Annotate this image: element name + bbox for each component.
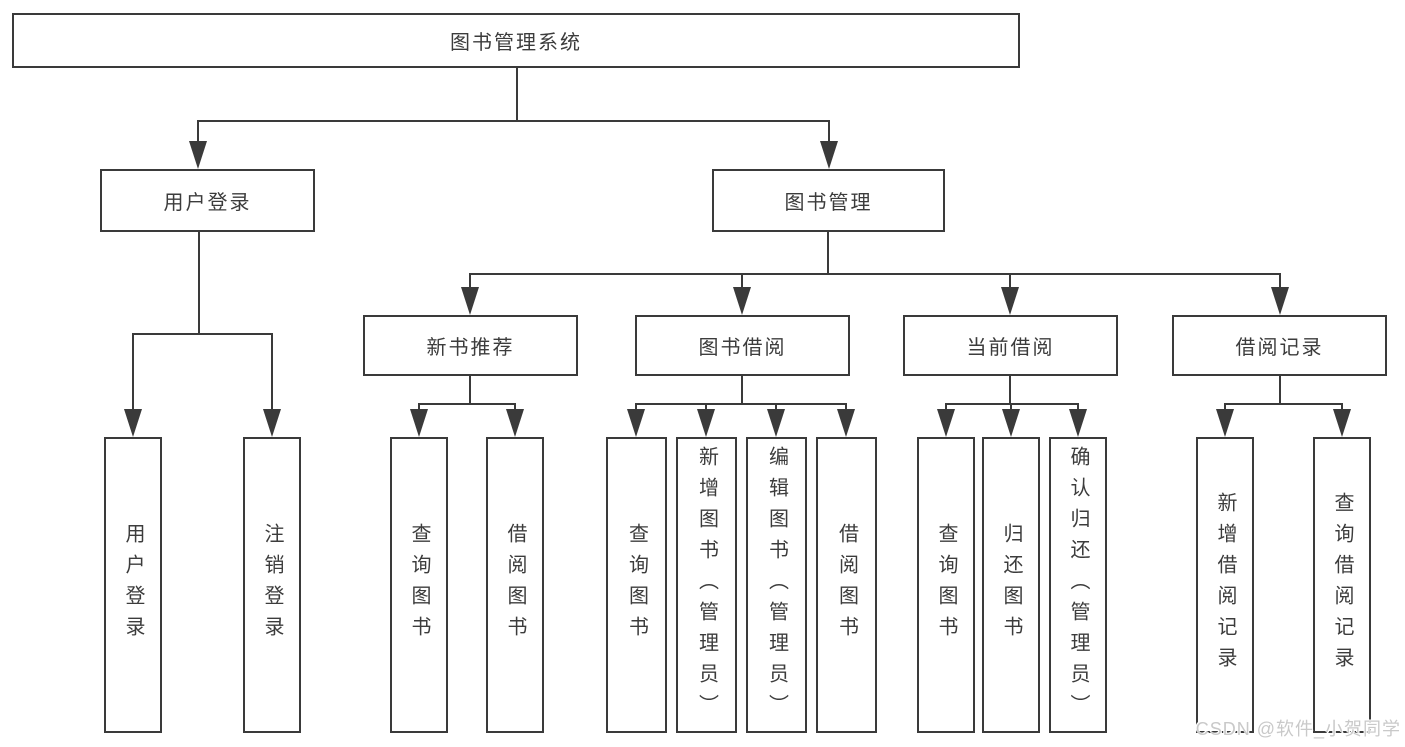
connector-drop-nb-query <box>418 403 420 411</box>
node-root-label: 图书管理系统 <box>450 32 582 54</box>
arrowhead-cb-return <box>1002 409 1020 437</box>
leaf-current-confirm-label: 确认归还（管理员） <box>1067 445 1089 725</box>
arrowhead-nb-borrow <box>506 409 524 437</box>
connector-root-stem <box>516 68 518 120</box>
connector-drop-leaf-login <box>132 333 134 411</box>
leaf-current-return-label: 归还图书 <box>1000 523 1022 647</box>
connector-bookmgmt-rail <box>469 273 1281 275</box>
leaf-borrow-query: 查询图书 <box>606 437 667 733</box>
connector-bookborrow-stem <box>741 376 743 405</box>
arrowhead-br-add <box>1216 409 1234 437</box>
connector-currentborrow-rail <box>945 403 1079 405</box>
arrowhead-br-query <box>1333 409 1351 437</box>
leaf-records-add: 新增借阅记录 <box>1196 437 1254 733</box>
node-book-mgmt: 图书管理 <box>712 169 945 232</box>
leaf-borrow-borrow: 借阅图书 <box>816 437 877 733</box>
connector-drop-book-borrow <box>741 273 743 289</box>
connector-newbooks-rail <box>418 403 516 405</box>
leaf-newbooks-query-label: 查询图书 <box>408 523 430 647</box>
connector-drop-br-query <box>1341 403 1343 411</box>
leaf-user-login: 用户登录 <box>104 437 162 733</box>
leaf-current-query: 查询图书 <box>917 437 975 733</box>
arrowhead-leaf-login <box>124 409 142 437</box>
arrowhead-new-books <box>461 287 479 315</box>
arrowhead-bb-edit <box>767 409 785 437</box>
arrowhead-bb-query <box>627 409 645 437</box>
node-user-login-label: 用户登录 <box>163 192 252 214</box>
node-book-borrow: 图书借阅 <box>635 315 850 376</box>
node-root: 图书管理系统 <box>12 13 1020 68</box>
leaf-newbooks-query: 查询图书 <box>390 437 448 733</box>
node-current-borrow-label: 当前借阅 <box>966 337 1055 359</box>
leaf-logout-label: 注销登录 <box>261 523 283 647</box>
connector-records-stem <box>1279 376 1281 405</box>
arrowhead-bb-add <box>697 409 715 437</box>
connector-drop-br-add <box>1224 403 1226 411</box>
connector-bookmgmt-stem <box>827 232 829 275</box>
leaf-current-confirm: 确认归还（管理员） <box>1049 437 1107 733</box>
node-book-borrow-label: 图书借阅 <box>698 337 787 359</box>
leaf-current-return: 归还图书 <box>982 437 1040 733</box>
leaf-borrow-borrow-label: 借阅图书 <box>835 523 858 647</box>
connector-records-rail <box>1224 403 1343 405</box>
leaf-current-query-label: 查询图书 <box>935 523 957 647</box>
leaf-records-query-label: 查询借阅记录 <box>1331 492 1353 678</box>
leaf-newbooks-borrow: 借阅图书 <box>486 437 544 733</box>
arrowhead-user-login <box>189 141 207 169</box>
arrowhead-cb-confirm <box>1069 409 1087 437</box>
node-new-books-label: 新书推荐 <box>426 337 515 359</box>
connector-drop-bb-query <box>635 403 637 411</box>
connector-newbooks-stem <box>469 376 471 405</box>
connector-drop-current-borrow <box>1009 273 1011 289</box>
connector-drop-new-books <box>469 273 471 289</box>
node-new-books: 新书推荐 <box>363 315 578 376</box>
connector-drop-user-login <box>197 120 199 144</box>
node-current-borrow: 当前借阅 <box>903 315 1118 376</box>
connector-drop-bb-borrow <box>845 403 847 411</box>
leaf-borrow-query-label: 查询图书 <box>625 523 648 647</box>
connector-drop-cb-query <box>945 403 947 411</box>
leaf-logout: 注销登录 <box>243 437 301 733</box>
arrowhead-book-borrow <box>733 287 751 315</box>
connector-bookborrow-rail <box>635 403 847 405</box>
connector-drop-cb-confirm <box>1077 403 1079 411</box>
connector-drop-cb-return <box>1010 403 1012 411</box>
leaf-borrow-add-label: 新增图书（管理员） <box>695 445 718 725</box>
leaf-records-add-label: 新增借阅记录 <box>1214 492 1236 678</box>
arrowhead-book-mgmt <box>820 141 838 169</box>
arrowhead-borrow-records <box>1271 287 1289 315</box>
connector-drop-leaf-logout <box>271 333 273 411</box>
node-user-login: 用户登录 <box>100 169 315 232</box>
leaf-borrow-edit-label: 编辑图书（管理员） <box>765 445 788 725</box>
arrowhead-cb-query <box>937 409 955 437</box>
arrowhead-leaf-logout <box>263 409 281 437</box>
connector-drop-book-mgmt <box>828 120 830 144</box>
node-borrow-records-label: 借阅记录 <box>1235 337 1324 359</box>
leaf-borrow-edit: 编辑图书（管理员） <box>746 437 807 733</box>
connector-currentborrow-stem <box>1009 376 1011 405</box>
arrowhead-current-borrow <box>1001 287 1019 315</box>
leaf-newbooks-borrow-label: 借阅图书 <box>504 523 526 647</box>
connector-drop-nb-borrow <box>514 403 516 411</box>
connector-root-rail <box>197 120 830 122</box>
csdn-watermark: CSDN @软件_小贺同学 <box>1195 719 1401 739</box>
node-book-mgmt-label: 图书管理 <box>784 192 873 214</box>
arrowhead-bb-borrow <box>837 409 855 437</box>
connector-userlogin-stem <box>198 232 200 335</box>
arrowhead-nb-query <box>410 409 428 437</box>
connector-drop-bb-edit <box>775 403 777 411</box>
connector-userlogin-rail <box>132 333 273 335</box>
leaf-records-query: 查询借阅记录 <box>1313 437 1371 733</box>
node-borrow-records: 借阅记录 <box>1172 315 1387 376</box>
connector-drop-borrow-records <box>1279 273 1281 289</box>
leaf-user-login-label: 用户登录 <box>122 523 144 647</box>
leaf-borrow-add: 新增图书（管理员） <box>676 437 737 733</box>
connector-drop-bb-add <box>705 403 707 411</box>
